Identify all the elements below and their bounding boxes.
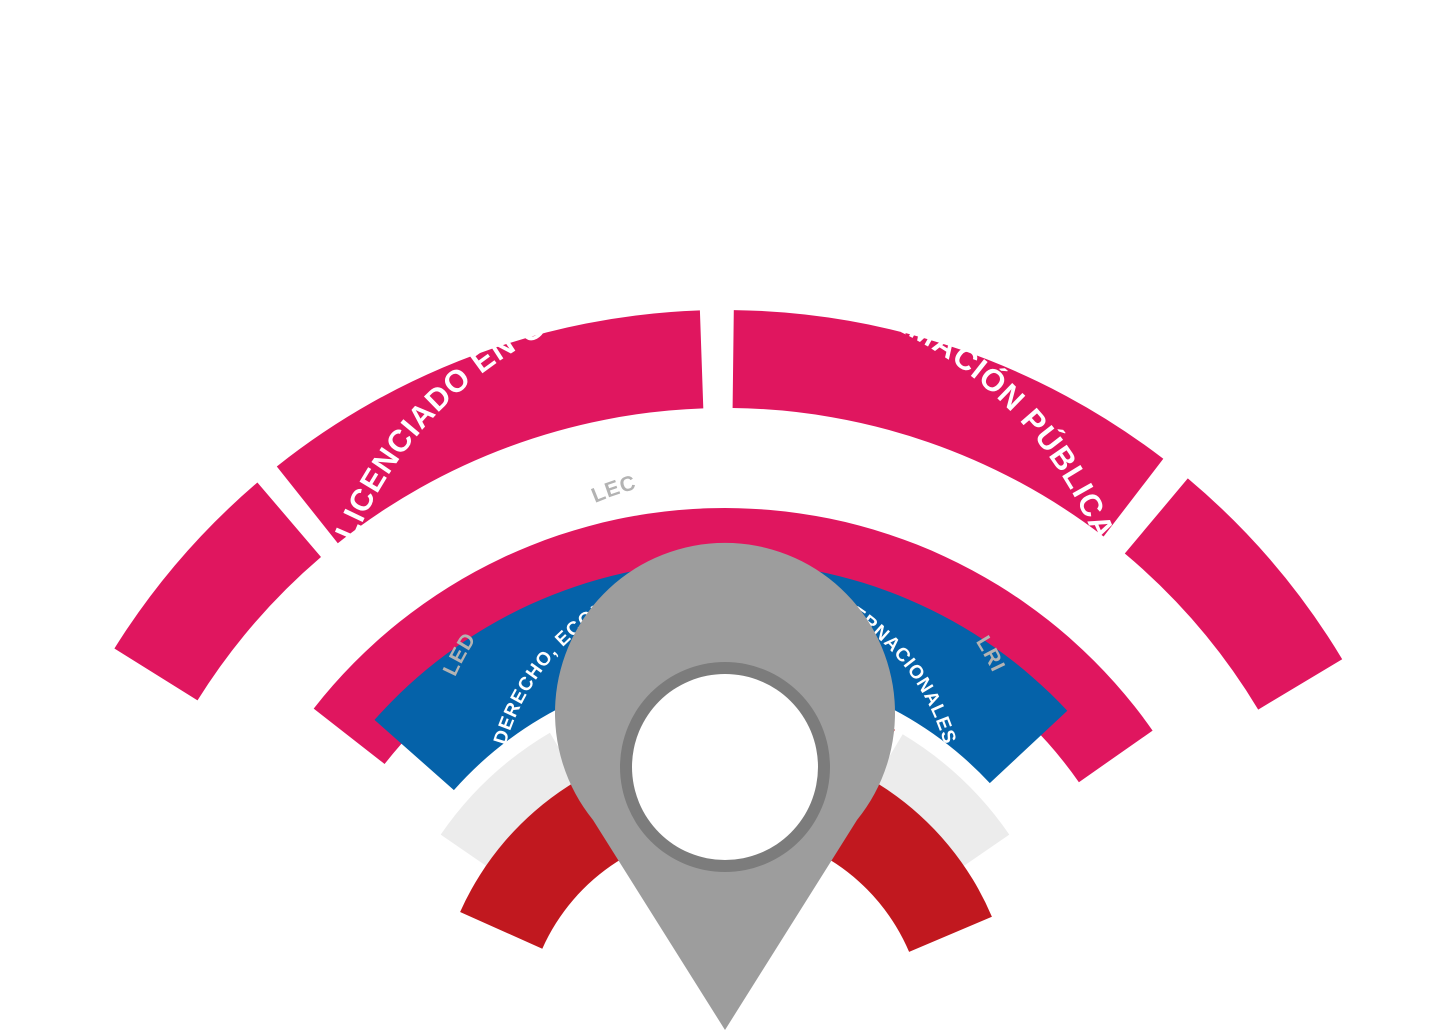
program-segment-lec-label: LEC [588,471,639,508]
location-pin-hole [632,674,818,860]
location-pin-icon [555,542,895,1030]
outer-segment-exp [114,482,322,701]
program-segment-ltp-label: LTP [813,472,860,507]
specialization-band-label: LTP + ESPECIALIZACIÓN [541,162,909,229]
outer-segment-exp-label: EXPERIENCIASINTERNACIONALES [71,286,191,495]
program-segment-led [440,732,596,886]
outer-segment-est-label: ESTANCIAS [419,64,542,130]
outer-segment-est [276,310,704,544]
degree-band-label: LICENCIADO EN GOBIERNO Y TRANSFORMACIÓN … [328,263,1122,545]
outer-segment-con-label: CONCENTRACIONES [1248,314,1381,514]
specialization-band [313,508,1153,783]
program-segment-lri [856,734,1010,886]
degree-band [374,561,1068,791]
outer-segment-mat-label: MATERIAS O BLOQUES [846,48,1086,154]
outer-segment-mat [732,310,1164,537]
outer-segment-con [1124,478,1343,710]
